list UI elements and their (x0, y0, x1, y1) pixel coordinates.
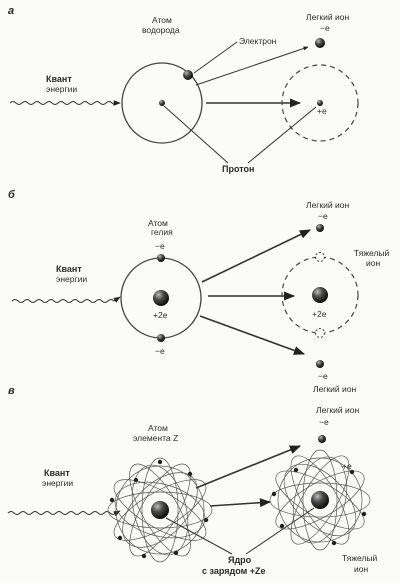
panel-a-electron (183, 70, 193, 80)
panel-b-electron-charge-bottom: −e (155, 346, 165, 356)
panel-b-ion-nucleus (312, 287, 328, 303)
panel-a-atom-orbit (121, 62, 203, 144)
panel-b-photon-wave (11, 296, 121, 303)
panel-a-quantum-label: Квант (46, 74, 72, 84)
panel-c-quantum-label: Квант (44, 468, 70, 478)
panel-b-electron-top (157, 254, 165, 262)
panel-c-letter: в (8, 385, 15, 397)
panel-c-nucleus-pointer (165, 517, 233, 555)
panel-c-nucleus (151, 501, 169, 519)
panel-a-electron-label: Электрон (239, 36, 277, 46)
panel-b-heavy-ion-label-2: ион (366, 258, 380, 268)
panel-c-heavy-ion-label-2: ион (354, 564, 368, 574)
panel-b-heavy-ion-charge: +2e (312, 309, 327, 319)
panel-b-letter: б (8, 189, 16, 201)
panel-b-quantum-label: Квант (56, 264, 82, 274)
panel-c-heavy-ion-label: Тяжелый (342, 553, 378, 563)
panel-b-arrow-bottom (199, 315, 306, 355)
panel-c-free-electron (318, 435, 326, 443)
panel-c: в Квант энергии Атом элемента Z Легкий и… (7, 385, 378, 576)
panel-c-electron-cloud (107, 457, 213, 563)
panel-b-light-ion-top-label: Легкий ион (306, 200, 349, 210)
panel-a: а Квант энергии Атом водорода Электрон Л… (8, 5, 359, 174)
panel-b-free-electron-bottom (316, 360, 324, 368)
panel-b-vacancy-top (315, 252, 325, 262)
panel-c-heavy-ion-charge: +e (342, 461, 352, 471)
panel-c-light-ion-label: Легкий ион (316, 405, 359, 415)
panel-b-nucleus (153, 290, 169, 306)
panel-c-ion-nucleus-pointer (245, 507, 315, 555)
panel-a-proton-pointer (163, 105, 229, 164)
panel-a-atom-label-2: водорода (142, 25, 180, 35)
panel-b-light-ion-top-charge: −e (318, 211, 328, 221)
panel-c-arrow-middle (209, 498, 272, 508)
panel-a-proton (159, 100, 165, 106)
panel-a-atom-label: Атом (152, 15, 172, 25)
panel-b-free-electron-top (316, 224, 324, 232)
panel-a-letter: а (8, 5, 14, 17)
panel-c-photon-wave (7, 510, 121, 517)
panel-b-electron-bottom (157, 334, 165, 342)
panel-c-quantum-label-2: энергии (42, 478, 73, 488)
panel-c-light-ion-charge: −e (319, 417, 329, 427)
panel-b-light-ion-bottom-label: Легкий ион (313, 384, 356, 394)
panel-b-atom-label-2: гелия (151, 227, 173, 237)
panel-b-quantum-label-2: энергии (56, 274, 87, 284)
panel-a-electron-pointer (193, 41, 238, 74)
panel-a-free-electron (315, 38, 325, 48)
panel-b-nucleus-charge: +2e (153, 310, 168, 320)
panel-b-vacancy-bottom (315, 328, 325, 338)
panel-c-ion-electron-cloud (269, 449, 371, 551)
panel-b-heavy-ion-label: Тяжелый (354, 248, 390, 258)
panel-b-atom-label: Атом (148, 218, 168, 228)
panel-a-photon-wave (9, 100, 121, 106)
panel-b-light-ion-bottom-charge: −e (318, 371, 328, 381)
panel-b-electron-charge-top: −e (155, 241, 165, 251)
panel-a-light-ion-label: Легкий ион (306, 12, 349, 22)
panel-a-ion-pointer (247, 106, 317, 164)
panel-c-ion-nucleus (311, 491, 329, 509)
panel-a-ion-proton (317, 100, 323, 106)
panel-c-arrow-top (195, 445, 302, 489)
panel-a-proton-label: Протон (222, 164, 254, 174)
panel-c-atom-label-2: элемента Z (133, 433, 178, 443)
panel-b-ion-orbit (281, 256, 359, 334)
panel-b-arrow-top (201, 229, 312, 283)
panel-c-nucleus-label: Ядро (228, 555, 252, 565)
panel-b: б Квант энергии Атом гелия −e +2e −e Лег… (8, 189, 390, 394)
panel-c-atom-label: Атом (148, 423, 168, 433)
panel-a-quantum-label-2: энергии (46, 84, 77, 94)
panel-a-ion-orbit (281, 64, 359, 142)
panel-c-nucleus-label-2: с зарядом +Ze (202, 566, 266, 576)
panel-a-electron-arrow (195, 46, 309, 86)
panel-a-ion-charge: +e (317, 106, 327, 116)
panel-a-electron-charge: −e (320, 23, 330, 33)
